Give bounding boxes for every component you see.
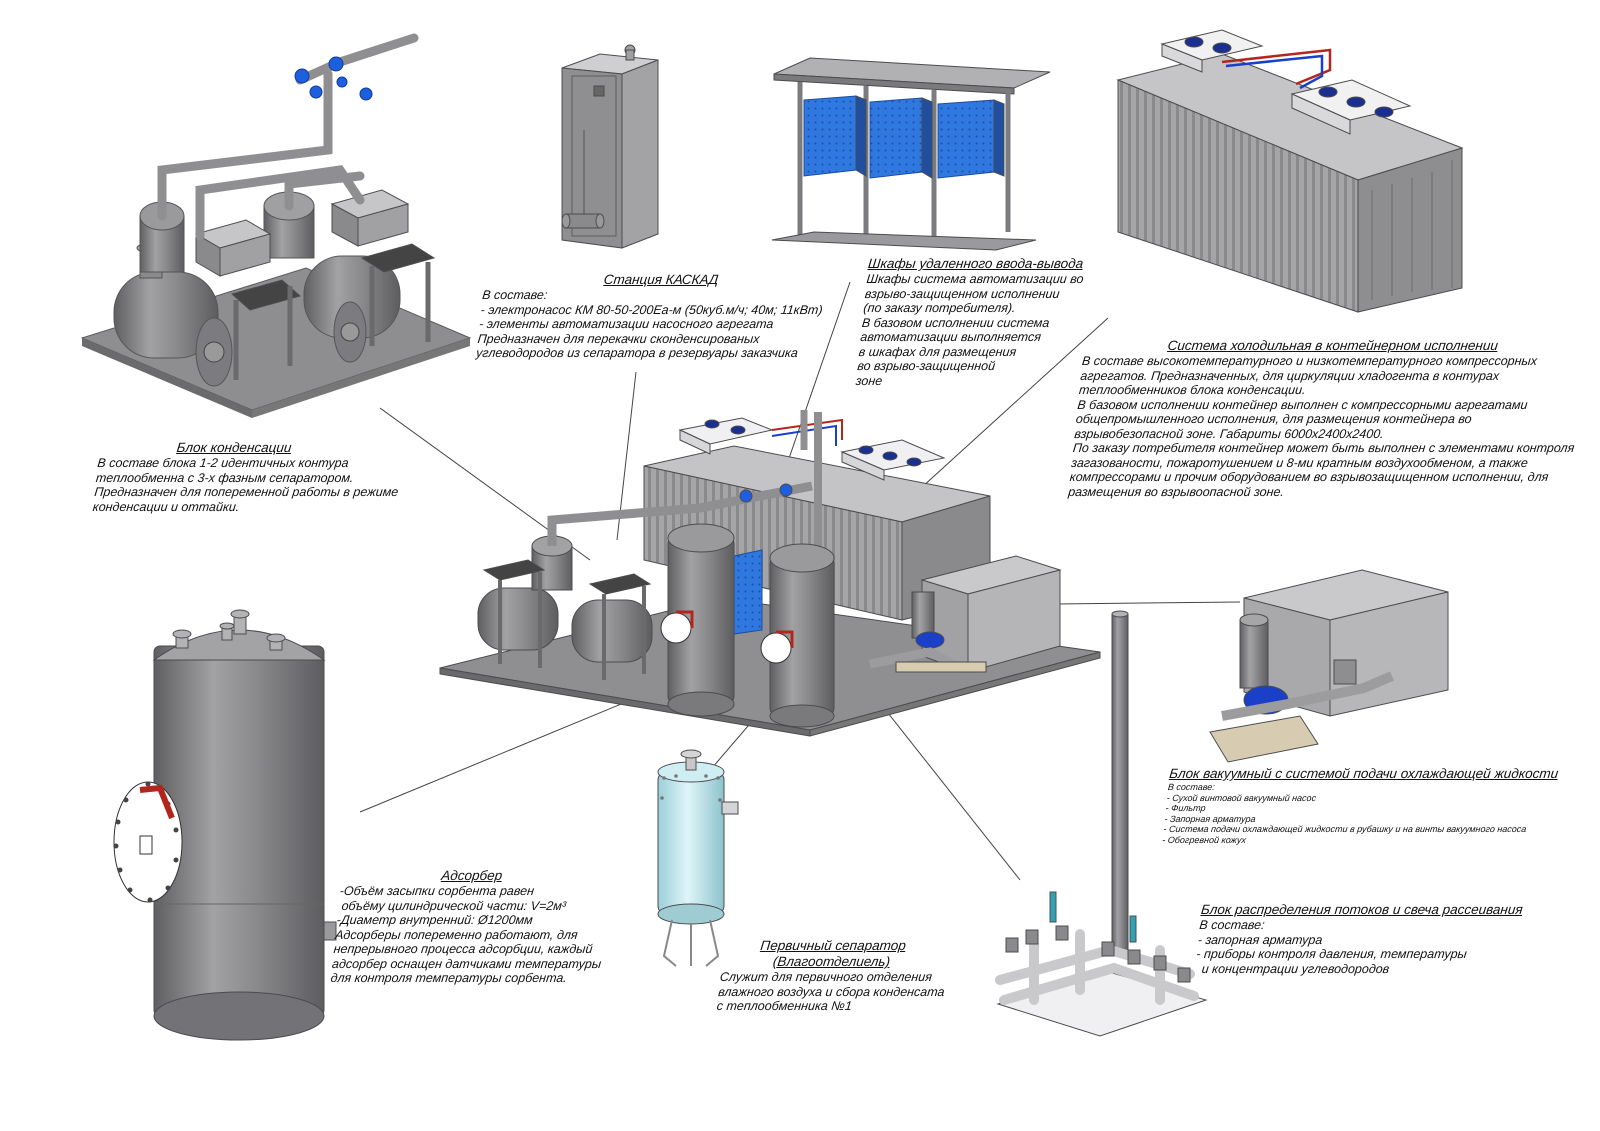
- instrument-valves: [1005, 891, 1191, 983]
- note-line: (по заказу потребителя).: [862, 301, 1017, 315]
- note-line: с теплообменника №1: [716, 999, 853, 1013]
- note-line: взрывобезопасной зоне. Габариты 6000х240…: [1073, 426, 1385, 441]
- note-line: - Запорная арматура: [1164, 813, 1257, 824]
- note-line: - Обогревной кожух: [1161, 834, 1247, 845]
- note-distribution-title: Блок распределения потоков и свеча рассе…: [1200, 902, 1524, 917]
- note-line: теплообменна с 3-х фазным сепаратором.: [95, 470, 355, 485]
- note-line: По заказу потребителя контейнер может бы…: [1072, 441, 1576, 455]
- note-line: - запорная арматура: [1197, 932, 1324, 947]
- note-line: теплообменников блока конденсации.: [1078, 383, 1307, 397]
- separator-domes: [139, 191, 315, 273]
- note-line: автоматизации выполняется: [859, 330, 1042, 344]
- note-line: для контроля температуры сорбента.: [329, 971, 568, 985]
- condensation-block-drawing: [80, 33, 472, 418]
- note-line: - элементы автоматизации насосного агрег…: [478, 317, 775, 331]
- note-condensation: Блок конденсации В составе блока 1-2 иде…: [92, 440, 404, 514]
- note-line: - Фильтр: [1165, 803, 1207, 813]
- note-line: агрегатов. Предназначенных, для циркуляц…: [1079, 368, 1500, 383]
- note-line: непрерывного процесса адсорбции, каждый: [332, 942, 594, 956]
- vacuum-block-drawing: [1209, 569, 1449, 763]
- note-line: размещения во взрывоопасной зоне.: [1067, 484, 1285, 499]
- note-vacuum: Блок вакуумный с системой подачи охлажда…: [1162, 766, 1559, 845]
- note-line: зоне: [855, 373, 884, 388]
- note-line: - приборы контроля давления, температуры: [1195, 947, 1468, 961]
- distribution-block-drawing: [995, 610, 1208, 1037]
- io-cabinet-panels: [803, 95, 1005, 179]
- note-vacuum-title: Блок вакуумный с системой подачи охлажда…: [1168, 766, 1559, 781]
- central-assembly-drawing: [439, 410, 1101, 737]
- note-kaskad-title: Станция КАСКАД: [603, 272, 720, 287]
- note-adsorber-title: Адсорбер: [440, 868, 504, 883]
- note-line: и концентрации углеводородов: [1194, 961, 1391, 976]
- note-line: - электронасос КМ 80-50-200Еа-м (50куб.м…: [479, 302, 824, 317]
- condenser-fans: [1160, 29, 1412, 135]
- vessel-right: [303, 255, 401, 363]
- note-separator-title: Первичный сепаратор: [759, 938, 907, 953]
- cabinets-drawing: [771, 57, 1051, 251]
- note-adsorber: Адсорбер -Объём засыпки сорбента равен о…: [330, 868, 611, 986]
- note-separator-subtitle: (Влагоотделиель): [772, 954, 891, 969]
- note-line: компрессорами и прочим оборудованием во …: [1069, 470, 1550, 484]
- note-line: В базовом исполнении система: [861, 315, 1051, 330]
- note-line: адсорбер оснащен датчиками температуры: [331, 956, 602, 971]
- note-line: Служит для первичного отделения: [719, 970, 933, 984]
- note-line: влажного воздуха и сбора конденсата: [717, 984, 946, 999]
- note-cabinets-title: Шкафы удаленного ввода-вывода: [867, 256, 1085, 271]
- note-distribution: Блок распределения потоков и свеча рассе…: [1194, 902, 1524, 976]
- note-line: - Сухой винтовой вакуумный насос: [1166, 792, 1317, 803]
- note-line: углеводородов из сепаратора в резервуары…: [475, 346, 799, 360]
- note-separator: Первичный сепаратор (Влагоотделиель) Слу…: [716, 938, 950, 1014]
- note-line: Шкафы система автоматизации во: [865, 272, 1085, 286]
- note-condensation-title: Блок конденсации: [175, 440, 293, 455]
- note-kaskad: Станция КАСКАД В составе: - электронасос…: [475, 272, 826, 361]
- note-line: В составе блока 1-2 идентичных контура: [96, 456, 350, 470]
- note-line: - Система подачи охлаждающей жидкости в …: [1163, 824, 1527, 834]
- note-line: конденсации и оттайки.: [92, 499, 241, 514]
- note-line: объёму цилиндрической части: V=2м³: [337, 898, 567, 913]
- note-cooling-title: Система холодильная в контейнерном испол…: [1166, 338, 1499, 353]
- cooling-container-drawing: [1116, 29, 1464, 313]
- note-line: В составе высокотемпературного и низкоте…: [1081, 354, 1538, 368]
- kaskad-station-drawing: [561, 44, 659, 249]
- note-line: в шкафах для размещения: [858, 344, 1018, 359]
- adsorber-large-drawing: [113, 609, 337, 1041]
- note-line: В базовом исполнении контейнер выполнен …: [1076, 397, 1529, 412]
- note-cabinets: Шкафы удаленного ввода-вывода Шкафы сист…: [855, 256, 1086, 388]
- note-line: во взрыво-защищенной: [856, 359, 996, 373]
- note-line: Предназначен для перекачки сконденсирова…: [476, 331, 761, 346]
- note-line: В составе:: [1198, 918, 1266, 932]
- note-line: общепромышленного исполнения, для размещ…: [1075, 412, 1473, 426]
- note-line: -Объём засыпки сорбента равен: [339, 884, 535, 898]
- note-line: взрыво-защищенном исполнении: [864, 286, 1061, 301]
- note-line: -Диаметр внутренний: Ø1200мм: [335, 913, 534, 927]
- heat-exchangers: [194, 189, 436, 311]
- note-line: В составе:: [1167, 782, 1216, 792]
- note-line: Адсорберы попеременно работают, для: [334, 927, 579, 942]
- primary-separator-drawing: [657, 749, 739, 967]
- note-line: загазованости, пожаротушением и 8-ми кра…: [1070, 455, 1529, 470]
- note-line: В составе:: [481, 288, 549, 302]
- note-cooling: Система холодильная в контейнерном испол…: [1068, 338, 1586, 499]
- note-line: Предназначен для попеременной работы в р…: [93, 485, 400, 499]
- blue-valves: [294, 56, 373, 101]
